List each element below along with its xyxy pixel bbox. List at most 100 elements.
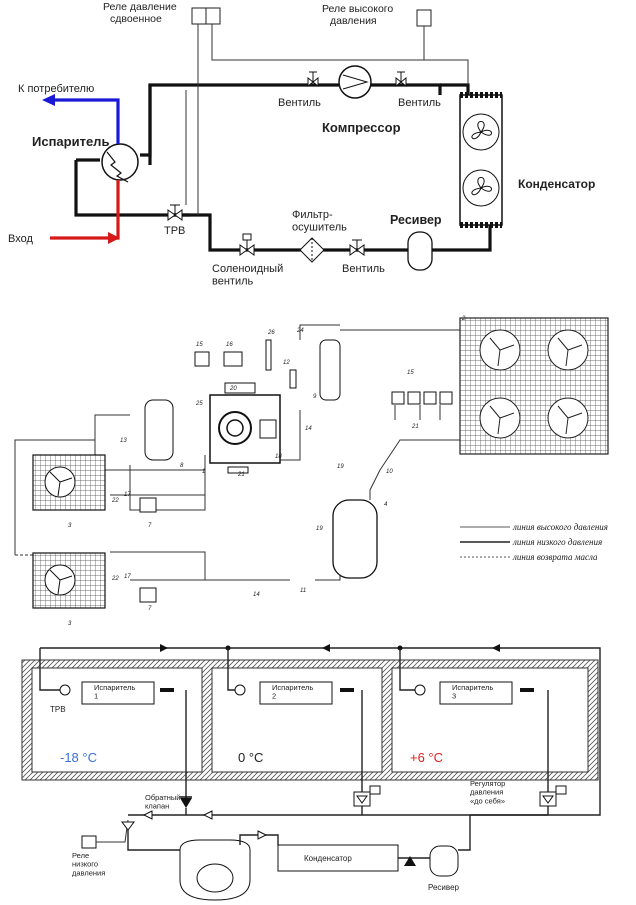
relay-dual-box-1 [191,7,207,25]
callout-2: 2 [461,316,466,322]
callout-1: 1 [202,469,205,475]
callout-19b: 19 [316,526,323,532]
legend-high-pressure: линия высокого давления [512,522,608,532]
callout-10: 12 [283,360,290,366]
pipe-liquid-line [74,160,492,252]
relay-sense-lines [197,24,469,85]
evaporator-label: Испаритель [32,134,109,149]
relay-14-4 [439,391,453,405]
callout-24: 24 [296,328,304,334]
receiver-symbol [407,231,433,271]
diagram-2-detailed-scheme: 2 1 20 21 18 15 16 [14,316,609,627]
callout-12: 14 [253,592,260,598]
callout-3b: 3 [68,621,72,627]
input-arrow [108,232,120,244]
room-2-temp: 0 °C [238,750,263,765]
regulator-3 [539,785,567,807]
callout-21a: 21 [237,472,245,478]
compressor-3 [179,839,251,901]
receiver-3-label: Ресивер [428,883,460,892]
solenoid-valve-symbol [239,233,255,256]
pipe-discharge [440,83,470,95]
valve-left-label: Вентиль [278,97,321,109]
relay-14-3 [423,391,437,405]
filter-dryer-label: Фильтр-осушитель [292,209,347,234]
callout-22a: 22 [111,498,119,504]
callout-18: 18 [275,454,282,460]
room-3-temp: +6 °C [410,750,443,765]
compressor-block [209,382,281,474]
solenoid-7a [139,497,157,513]
callout-8: 10 [386,469,393,475]
receiver-3 [429,845,459,877]
input-label: Вход [8,233,33,245]
low-pressure-relay-box [81,835,97,849]
condenser-fan-unit [459,317,609,455]
callout-21b: 21 [411,424,419,430]
callout-15: 15 [196,342,203,348]
valve-right-label: Вентиль [398,97,441,109]
valve-right-symbol [395,71,407,88]
trv-symbol [167,204,183,221]
callout-20: 20 [229,386,237,392]
valve-bottom-symbol [349,239,365,256]
compressor-symbol [338,65,372,99]
supply-arrow [42,94,55,106]
callout-25: 25 [195,401,203,407]
callout-4: 4 [384,502,388,508]
callout-11: 13 [120,438,127,444]
callout-7a: 7 [148,523,152,529]
relay-16 [223,351,243,367]
valve-left-symbol [307,71,319,88]
condenser-label: Конденсатор [518,177,595,191]
callout-22b: 22 [111,576,119,582]
liquid-separator [144,399,174,461]
regulator-2 [353,785,381,807]
callout-9: 11 [300,588,306,594]
evaporator-unit-top [32,454,106,511]
check-valve-symbol [180,798,192,808]
relay-14-2 [407,391,421,405]
callout-5: 8 [180,463,184,469]
trv-label: ТРВ [164,225,185,237]
oil-separator [319,339,341,401]
relay-15 [194,351,210,367]
callout-3a: 3 [68,523,72,529]
callout-26: 26 [267,330,275,336]
relay-high-box [416,9,432,27]
solenoid-7b [139,587,157,603]
room-1-temp: -18 °C [60,750,97,765]
evaporator-symbol [101,143,139,181]
callout-14: 15 [407,370,414,376]
input-pipe [50,180,120,240]
filter-dryer-symbol [299,237,325,263]
callout-17b: 17 [124,574,131,580]
callout-16: 16 [226,342,233,348]
trv-label-3: ТРВ [50,705,66,714]
legend-low-pressure: линия низкого давления [512,537,602,547]
pipe-evap-right [140,85,152,157]
trv-bulb-line [185,85,199,215]
valve-bottom-label: Вентиль [342,263,385,275]
evaporator-unit-bottom [32,552,106,609]
legend-oil-return: линия возврата масла [512,552,598,562]
condenser-3-label: Конденсатор [304,854,352,863]
callout-6: 9 [313,394,317,400]
callout-7b: 7 [148,606,152,612]
legend: линия высокого давления линия низкого да… [460,522,608,562]
supply-pipe [50,98,120,144]
callout-13: 14 [305,426,312,432]
to-consumer-label: К потребителю [18,83,94,95]
condenser-symbol [459,92,503,228]
